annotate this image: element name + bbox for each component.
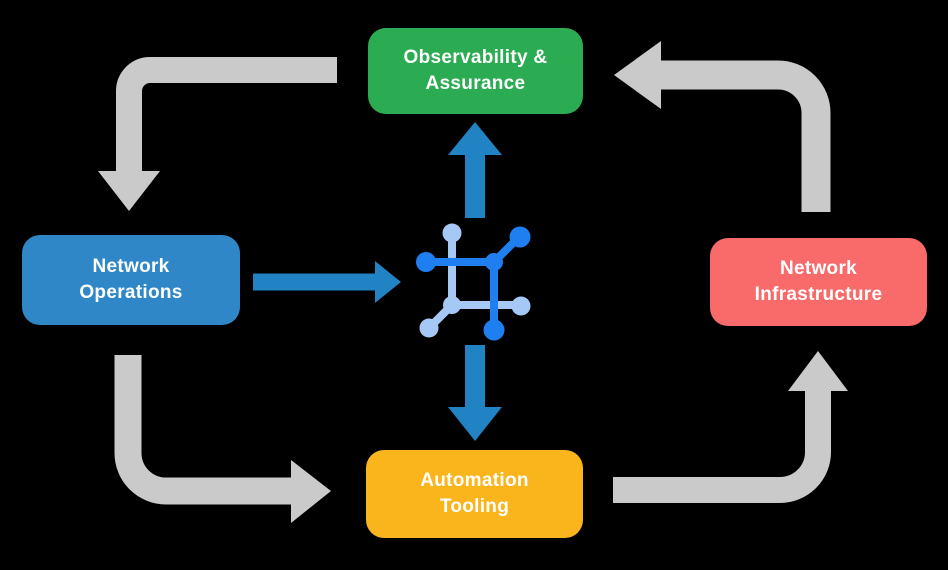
network-infrastructure-box: Network Infrastructure bbox=[710, 238, 927, 326]
gray-arrow-infrastructure-to-observability bbox=[614, 41, 831, 212]
gray-arrow-operations-to-automation bbox=[114, 355, 331, 523]
center-network-icon bbox=[416, 223, 531, 341]
blue-arrow-center-to-observability bbox=[448, 122, 502, 218]
gray-arrow-observability-to-operations bbox=[98, 57, 337, 211]
network-infrastructure-label: Network Infrastructure bbox=[754, 257, 883, 305]
blue-arrow-center-to-automation bbox=[448, 345, 502, 441]
network-operations-box: Network Operations bbox=[22, 235, 240, 325]
observability-assurance-label: Observability & Assurance bbox=[403, 46, 548, 94]
blue-arrow-operations-to-center bbox=[253, 261, 401, 303]
automation-tooling-label: Automation Tooling bbox=[420, 469, 529, 517]
network-operations-label: Network Operations bbox=[79, 255, 183, 303]
observability-assurance-box: Observability & Assurance bbox=[368, 28, 583, 114]
gray-arrow-automation-to-infrastructure bbox=[613, 351, 848, 503]
automation-tooling-box: Automation Tooling bbox=[366, 450, 583, 538]
